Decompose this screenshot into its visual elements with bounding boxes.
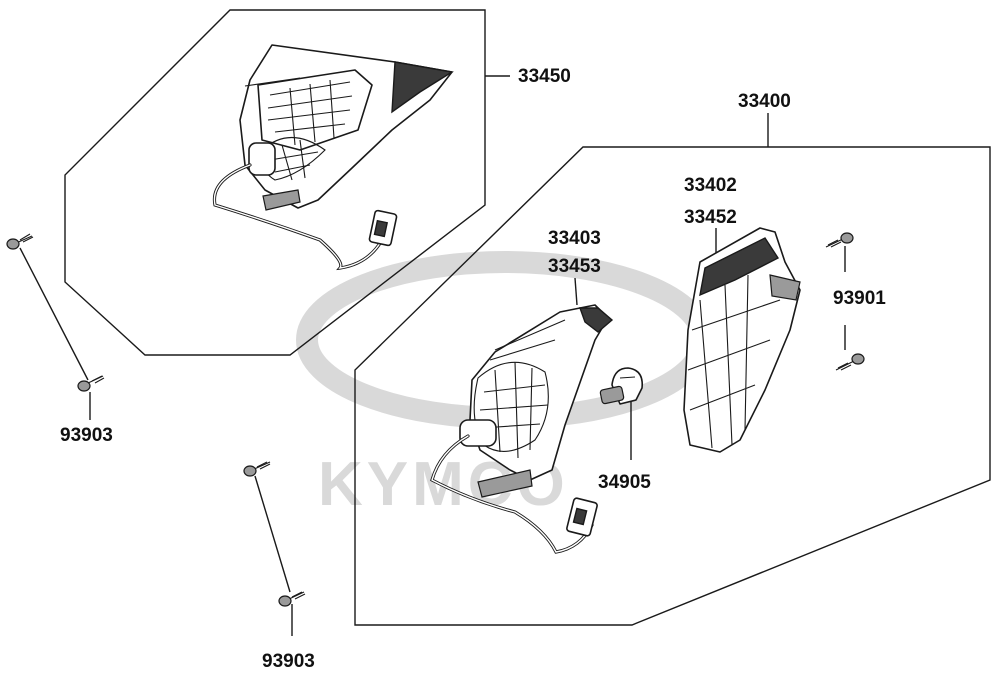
- leader-lines: [19, 75, 846, 636]
- label-33400: 33400: [738, 91, 791, 112]
- screw-center-top: [243, 461, 271, 477]
- screw-right-bottom: [835, 353, 865, 371]
- screw-left-mid: [77, 375, 105, 392]
- label-33450: 33450: [518, 66, 571, 87]
- label-93901: 93901: [833, 288, 886, 309]
- rear-lamp-assembly-outline: [64, 9, 486, 356]
- label-33453: 33453: [548, 256, 601, 277]
- label-33402: 33402: [684, 175, 737, 196]
- label-33403: 33403: [548, 228, 601, 249]
- label-93903-top: 93903: [60, 425, 113, 446]
- lamp-assembly-outline: [354, 146, 991, 626]
- lamp-housing-part: [430, 304, 614, 554]
- rear-lamp-part: [212, 44, 454, 271]
- bulb-part: [599, 367, 644, 405]
- screw-center-bottom: [278, 591, 306, 607]
- label-34905: 34905: [598, 472, 651, 493]
- lens-part: [683, 227, 801, 453]
- label-93903-bottom: 93903: [262, 651, 315, 672]
- label-33452: 33452: [684, 207, 737, 228]
- screw-left-top: [6, 233, 34, 250]
- screw-right-top: [825, 232, 854, 248]
